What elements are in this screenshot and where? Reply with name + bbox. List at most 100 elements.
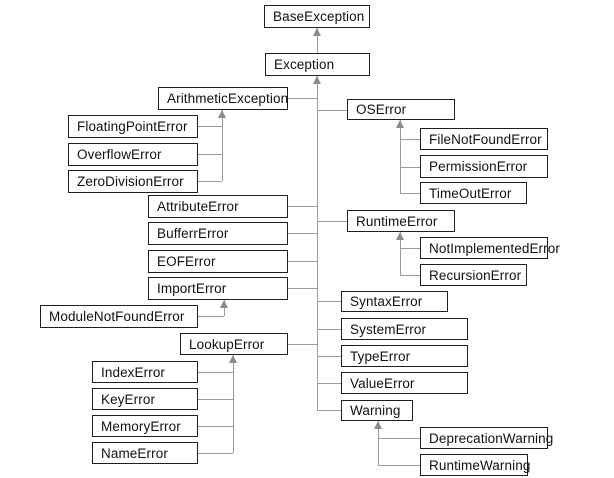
node-KeyError: KeyError [92, 388, 198, 410]
node-label: LookupError [189, 336, 265, 352]
connector-line [317, 28, 318, 53]
node-Exception: Exception [265, 53, 370, 76]
connector-line [222, 110, 223, 181]
connector-line [400, 139, 420, 140]
connector-line [400, 167, 420, 168]
connector-line [198, 154, 222, 155]
node-RuntimeWarning: RuntimeWarning [420, 454, 530, 476]
node-RuntimeError: RuntimeError [347, 210, 455, 232]
arrowhead-up-icon [220, 300, 228, 308]
connector-line [198, 372, 233, 373]
node-ImportError: ImportError [148, 277, 288, 300]
connector-line [198, 399, 233, 400]
node-ValueError: ValueError [341, 372, 468, 394]
node-label: DeprecationWarning [429, 430, 554, 446]
node-TypeError: TypeError [341, 345, 468, 367]
arrowhead-up-icon [218, 110, 226, 118]
node-LookupError: LookupError [180, 333, 288, 355]
node-label: MemoryError [101, 418, 181, 434]
node-DeprecationWarning: DeprecationWarning [420, 427, 553, 449]
connector-line [198, 181, 222, 182]
node-OSError: OSError [347, 99, 455, 120]
node-ZeroDivisionError: ZeroDivisionError [68, 170, 198, 193]
node-OverflowError: OverflowError [68, 143, 198, 166]
node-label: RuntimeError [356, 213, 438, 229]
connector-line [378, 421, 379, 465]
arrowhead-up-icon [313, 76, 321, 84]
node-BaseException: BaseException [264, 5, 370, 28]
connector-line [317, 383, 341, 384]
node-label: RecursionError [429, 267, 522, 283]
connector-line [317, 356, 341, 357]
node-label: FloatingPointError [77, 119, 188, 134]
node-EOFError: EOFError [148, 250, 288, 273]
node-label: OverflowError [77, 147, 162, 162]
connector-line [198, 126, 222, 127]
node-label: NameError [101, 445, 168, 461]
connector-line [378, 465, 420, 466]
node-label: TimeOutError [429, 185, 512, 201]
node-label: SystemError [350, 321, 427, 337]
connector-line [288, 98, 317, 99]
node-label: Warning [350, 403, 401, 418]
connector-line [288, 206, 317, 207]
node-NotImplementedError: NotImplementedError [420, 237, 560, 259]
node-Warning: Warning [341, 400, 413, 421]
node-FloatingPointError: FloatingPointError [68, 115, 198, 138]
node-TimeOutError: TimeOutError [420, 182, 527, 204]
node-PermissionError: PermissionError [420, 155, 548, 178]
connector-line [198, 453, 233, 454]
connector-line [288, 233, 317, 234]
node-MemoryError: MemoryError [92, 415, 198, 437]
node-label: BaseException [273, 9, 365, 24]
node-label: Exception [274, 57, 335, 72]
arrowhead-up-icon [396, 120, 404, 128]
connector-line [400, 120, 401, 193]
arrowhead-up-icon [313, 28, 321, 36]
arrowhead-up-icon [374, 421, 382, 429]
node-IndexError: IndexError [92, 361, 198, 383]
arrowhead-up-icon [229, 355, 237, 363]
arrowhead-up-icon [396, 232, 404, 240]
node-label: IndexError [101, 364, 166, 380]
node-label: ImportError [157, 281, 227, 296]
node-label: ArithmeticException [167, 91, 289, 106]
connector-line [317, 76, 318, 410]
node-label: ValueError [350, 375, 415, 391]
connector-line [400, 275, 420, 276]
node-label: AttributeError [157, 199, 239, 214]
node-label: ZeroDivisionError [77, 174, 184, 189]
node-label: ModuleNotFoundError [49, 309, 185, 324]
connector-line [224, 300, 225, 316]
connector-line [198, 426, 233, 427]
connector-line [198, 316, 224, 317]
node-label: PermissionError [429, 159, 528, 174]
connector-line [317, 329, 341, 330]
node-SystemError: SystemError [341, 318, 468, 340]
node-label: TypeError [350, 348, 411, 364]
node-label: EOFError [157, 254, 216, 269]
node-FileNotFoundError: FileNotFoundError [420, 128, 548, 150]
connector-line [400, 248, 420, 249]
connector-line [288, 288, 317, 289]
connector-line [317, 410, 341, 411]
connector-line [317, 301, 341, 302]
node-SyntaxError: SyntaxError [341, 291, 448, 312]
node-label: FileNotFoundError [429, 131, 542, 147]
connector-line [317, 221, 347, 222]
node-BufferrError: BufferrError [148, 222, 288, 245]
connector-line [400, 193, 420, 194]
connector-line [317, 110, 347, 111]
connector-line [288, 344, 317, 345]
node-label: OSError [356, 102, 407, 117]
connector-line [400, 232, 401, 275]
node-RecursionError: RecursionError [420, 264, 527, 286]
node-ModuleNotFoundError: ModuleNotFoundError [40, 305, 198, 328]
connector-line [288, 261, 317, 262]
node-label: NotImplementedError [429, 240, 560, 256]
connector-line [233, 355, 234, 453]
node-label: SyntaxError [350, 294, 423, 309]
connector-line [378, 438, 420, 439]
node-AttributeError: AttributeError [148, 195, 288, 218]
